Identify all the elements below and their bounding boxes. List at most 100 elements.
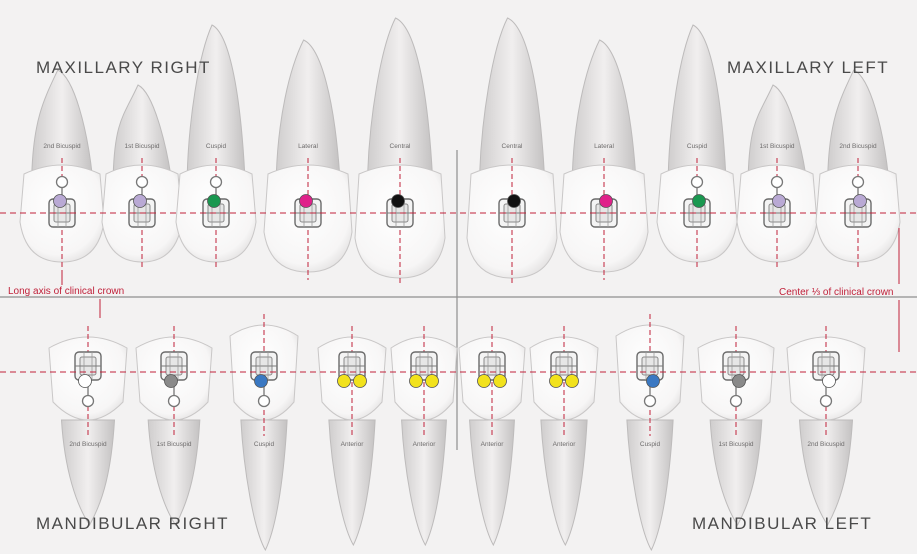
upper-tooth: Central — [354, 17, 446, 286]
lower-root — [469, 419, 515, 547]
color-marker — [853, 194, 867, 208]
lower-tooth: 1st Bicuspid — [135, 326, 213, 526]
lower-root — [540, 419, 588, 547]
center-third-annotation: Center ⅓ of clinical crown — [779, 287, 894, 298]
upper-tooth-label: 2nd Bicuspid — [839, 143, 877, 150]
lower-bracket — [550, 351, 578, 381]
color-marker — [599, 194, 613, 208]
lower-bracket — [636, 351, 664, 381]
lower-root — [709, 419, 763, 526]
upper-root — [275, 39, 341, 176]
lower-root — [147, 419, 201, 526]
lower-tooth-label: Cuspid — [640, 441, 661, 448]
lower-tooth: 1st Bicuspid — [697, 326, 775, 526]
upper-tooth: 2nd Bicuspid — [19, 69, 105, 270]
lower-tooth-label: 1st Bicuspid — [156, 441, 191, 448]
bracket-hook-icon — [81, 382, 95, 408]
lower-tooth: Anterior — [458, 326, 526, 547]
upper-tooth-label: Cuspid — [687, 143, 708, 150]
lower-root — [328, 419, 376, 547]
upper-tooth: Lateral — [263, 39, 353, 280]
lower-tooth: Cuspid — [615, 314, 685, 552]
color-marker — [772, 194, 786, 208]
upper-root — [31, 69, 93, 176]
color-marker — [164, 374, 178, 388]
color-marker — [207, 194, 221, 208]
lower-tooth: Anterior — [317, 326, 387, 547]
lower-tooth: Anterior — [390, 326, 458, 547]
lower-tooth: 2nd Bicuspid — [48, 326, 128, 526]
upper-tooth-label: Central — [502, 143, 524, 150]
upper-tooth: Central — [466, 17, 558, 286]
color-marker — [507, 194, 521, 208]
quadrant-label-maxillary-right: MAXILLARY RIGHT — [36, 58, 211, 77]
upper-tooth: Lateral — [559, 39, 649, 280]
lower-bracket — [160, 351, 188, 381]
lower-tooth-label: Cuspid — [254, 441, 275, 448]
lower-bracket — [338, 351, 366, 381]
upper-tooth-label: Central — [390, 143, 412, 150]
upper-tooth-label: 1st Bicuspid — [124, 143, 159, 150]
color-marker — [133, 194, 147, 208]
upper-tooth: Cuspid — [656, 24, 738, 270]
color-marker — [477, 374, 491, 388]
upper-tooth-label: 2nd Bicuspid — [43, 143, 81, 150]
upper-root — [827, 69, 889, 176]
lower-root — [626, 419, 674, 552]
long-axis-annotation: Long axis of clinical crown — [8, 286, 125, 297]
color-marker — [732, 374, 746, 388]
lower-bracket — [250, 351, 278, 381]
upper-tooth-label: Lateral — [594, 143, 614, 150]
color-marker — [353, 374, 367, 388]
lower-tooth-label: 1st Bicuspid — [718, 441, 753, 448]
bracket-hook-icon — [167, 382, 181, 408]
lower-tooth-label: 2nd Bicuspid — [69, 441, 107, 448]
quadrant-label-mandibular-left: MANDIBULAR LEFT — [692, 514, 873, 533]
upper-tooth: 1st Bicuspid — [736, 84, 818, 270]
color-marker — [337, 374, 351, 388]
lower-tooth-label: 2nd Bicuspid — [807, 441, 845, 448]
color-marker — [646, 374, 660, 388]
lower-tooth-label: Anterior — [413, 441, 437, 448]
lower-bracket — [478, 351, 506, 381]
color-marker — [493, 374, 507, 388]
color-marker — [822, 374, 836, 388]
lower-root — [240, 419, 288, 552]
upper-root — [747, 84, 807, 176]
bracket-hook-icon — [55, 175, 69, 199]
color-marker — [425, 374, 439, 388]
upper-tooth: Cuspid — [175, 24, 257, 270]
upper-root — [667, 24, 727, 176]
upper-root — [571, 39, 637, 176]
color-marker — [78, 374, 92, 388]
upper-tooth-label: 1st Bicuspid — [759, 143, 794, 150]
quadrant-label-mandibular-right: MANDIBULAR RIGHT — [36, 514, 230, 533]
lower-bracket — [722, 351, 750, 381]
upper-root — [479, 17, 545, 176]
upper-tooth-label: Lateral — [298, 143, 318, 150]
lower-tooth-label: Anterior — [553, 441, 577, 448]
bracket-hook-icon — [729, 382, 743, 408]
upper-tooth-label: Cuspid — [206, 143, 227, 150]
lower-tooth: Anterior — [529, 326, 599, 547]
quadrant-label-maxillary-left: MAXILLARY LEFT — [727, 58, 890, 77]
lower-tooth: 2nd Bicuspid — [786, 326, 866, 526]
bracket-hook-icon — [209, 175, 223, 199]
color-marker — [549, 374, 563, 388]
upper-root — [367, 17, 433, 176]
color-marker — [299, 194, 313, 208]
lower-bracket — [410, 351, 438, 381]
upper-root — [186, 24, 246, 176]
color-marker — [409, 374, 423, 388]
upper-root — [112, 84, 172, 176]
color-marker — [391, 194, 405, 208]
lower-tooth-label: Anterior — [341, 441, 365, 448]
color-marker — [254, 374, 268, 388]
upper-tooth: 2nd Bicuspid — [815, 69, 901, 270]
bracket-hook-icon — [135, 175, 149, 199]
lower-root — [798, 419, 854, 526]
lower-tooth: Cuspid — [229, 314, 299, 552]
color-marker — [565, 374, 579, 388]
